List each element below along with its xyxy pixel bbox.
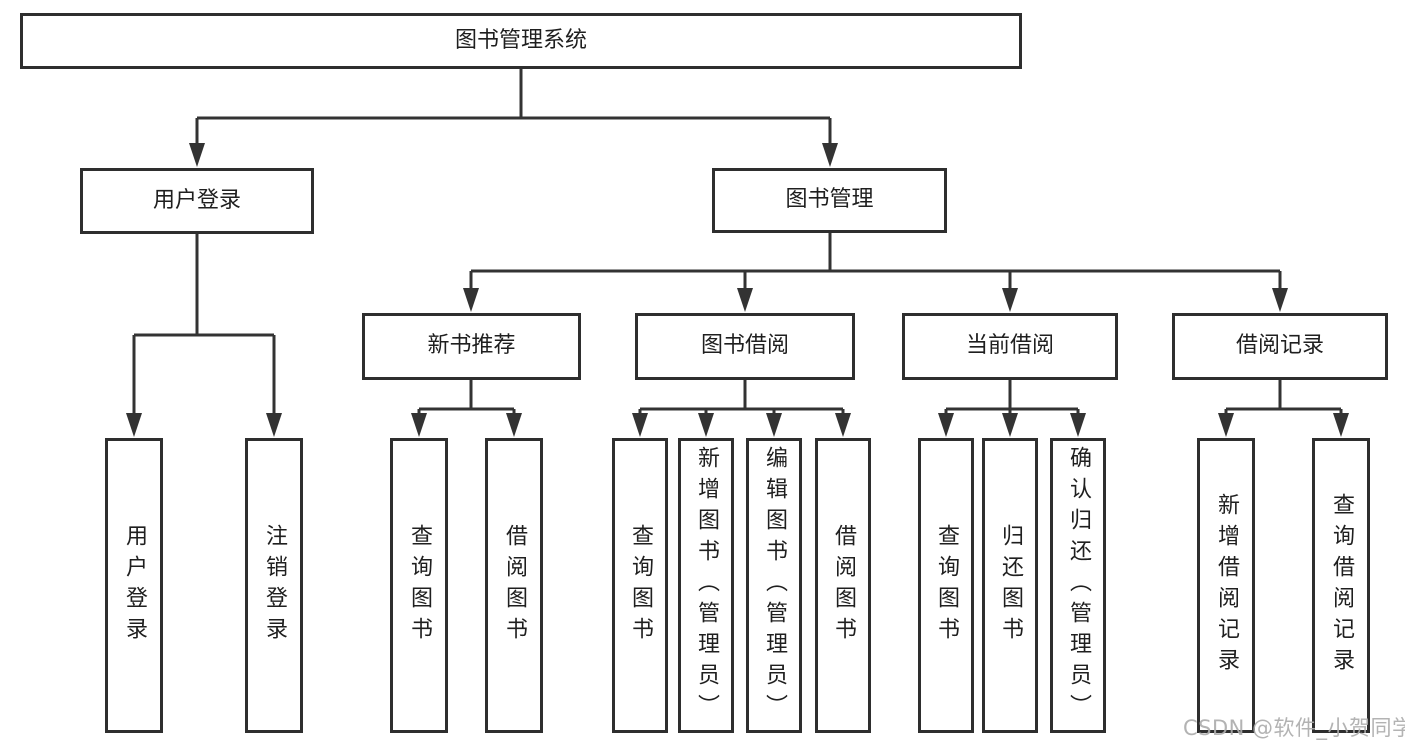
node-current-borrowing: 当前借阅: [902, 313, 1118, 380]
node-label: 图书管理: [785, 187, 874, 213]
leaf-add-borrow-record: 新增借阅记录: [1197, 438, 1255, 733]
node-label: 图书借阅: [700, 333, 789, 359]
node-borrowing-records: 借阅记录: [1172, 313, 1388, 380]
node-label: 当前借阅: [965, 333, 1054, 359]
leaf-label: 注销登录: [262, 523, 287, 648]
leaf-label: 新增借阅记录: [1214, 492, 1239, 679]
leaf-query-books-recommendation: 查询图书: [390, 438, 448, 733]
leaf-label: 借阅图书: [831, 523, 856, 648]
leaf-logout: 注销登录: [245, 438, 303, 733]
leaf-borrow-books-recommendation: 借阅图书: [485, 438, 543, 733]
node-new-book-recommendation: 新书推荐: [362, 313, 581, 380]
leaf-query-books-borrowing: 查询图书: [612, 438, 668, 733]
leaf-label: 借阅图书: [502, 523, 527, 648]
leaf-user-login: 用户登录: [105, 438, 163, 733]
node-label: 借阅记录: [1235, 333, 1324, 359]
leaf-query-borrow-record: 查询借阅记录: [1312, 438, 1370, 733]
leaf-borrow-books-borrowing: 借阅图书: [815, 438, 871, 733]
leaf-return-books: 归还图书: [982, 438, 1038, 733]
leaf-query-books-current: 查询图书: [918, 438, 974, 733]
leaf-add-book-admin: 新增图书（管理员）: [678, 438, 734, 733]
edge-borrowing-to-leaves: [638, 380, 845, 419]
node-label: 图书管理系统: [454, 27, 587, 53]
leaf-label: 新增图书（管理员）: [694, 446, 719, 725]
leaf-label: 确认归还（管理员）: [1066, 446, 1091, 725]
leaf-confirm-return-admin: 确认归还（管理员）: [1050, 438, 1106, 733]
edge-userlogin-to-leaves: [132, 234, 276, 419]
csdn-watermark: CSDN @软件_小贺同学: [1183, 716, 1405, 740]
node-label: 用户登录: [152, 187, 241, 213]
node-user-login: 用户登录: [80, 168, 314, 234]
leaf-edit-book-admin: 编辑图书（管理员）: [746, 438, 802, 733]
leaf-label: 查询借阅记录: [1329, 492, 1354, 679]
arrowheads: [126, 143, 1349, 437]
edge-records-to-leaves: [1224, 380, 1343, 419]
leaf-label: 查询图书: [934, 523, 959, 648]
node-book-management: 图书管理: [712, 168, 947, 233]
edge-bookmgmt-to-level3: [469, 233, 1282, 294]
edge-newrec-to-leaves: [417, 380, 516, 419]
leaf-label: 查询图书: [628, 523, 653, 648]
leaf-label: 编辑图书（管理员）: [762, 446, 787, 725]
node-label: 新书推荐: [427, 333, 516, 359]
leaf-label: 查询图书: [407, 523, 432, 648]
node-book-borrowing: 图书借阅: [635, 313, 855, 380]
edge-root-to-level2: [195, 69, 832, 149]
leaf-label: 归还图书: [998, 523, 1023, 648]
node-book-management-system: 图书管理系统: [20, 13, 1022, 69]
leaf-label: 用户登录: [122, 523, 147, 648]
